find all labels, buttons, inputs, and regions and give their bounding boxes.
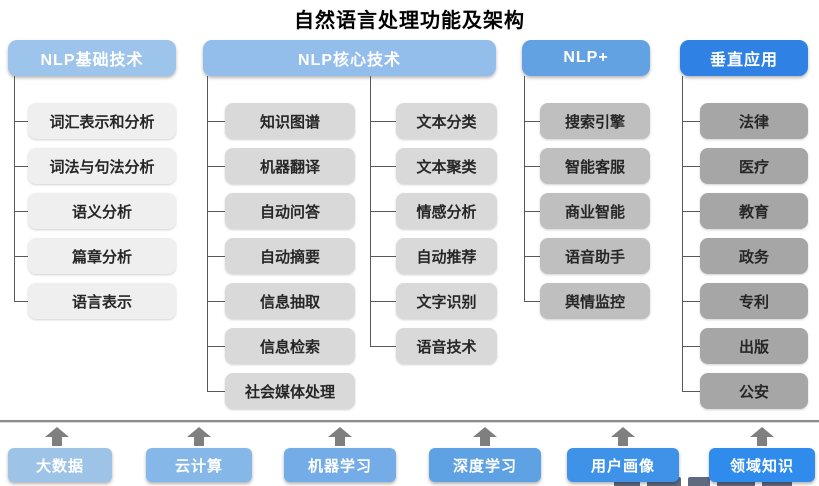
tech-node: 自动摘要 bbox=[207, 238, 355, 274]
tech-node: 自动推荐 bbox=[370, 238, 497, 274]
foundation-box: 用户画像 bbox=[567, 448, 679, 482]
app-node: 商业智能 bbox=[524, 193, 650, 229]
tech-node: 知识图谱 bbox=[207, 103, 355, 139]
connector-line-nlp-plus bbox=[524, 76, 525, 301]
tech-node: 语言表示 bbox=[14, 283, 176, 319]
tech-node: 机器翻译 bbox=[207, 148, 355, 184]
column-header-nlp-basic: NLP基础技术 bbox=[8, 40, 176, 76]
app-node: 语音助手 bbox=[524, 238, 650, 274]
column-header-vertical-apps: 垂直应用 bbox=[680, 40, 808, 76]
connector-line-core-left bbox=[207, 76, 208, 391]
foundation-box: 大数据 bbox=[8, 448, 112, 482]
tech-node: 信息抽取 bbox=[207, 283, 355, 319]
column-header-nlp-plus: NLP+ bbox=[522, 40, 650, 76]
foundation-box: 领域知识 bbox=[709, 448, 815, 482]
tech-node: 社会媒体处理 bbox=[207, 373, 355, 409]
foundation-box: 深度学习 bbox=[429, 448, 541, 482]
tech-node: 信息检索 bbox=[207, 328, 355, 364]
up-arrow-icon bbox=[750, 427, 774, 446]
industry-node: 出版 bbox=[682, 328, 808, 364]
app-node: 搜索引擎 bbox=[524, 103, 650, 139]
tech-node: 文本分类 bbox=[370, 103, 497, 139]
tech-node: 文字识别 bbox=[370, 283, 497, 319]
tech-node: 语音技术 bbox=[370, 328, 497, 364]
tech-node: 情感分析 bbox=[370, 193, 497, 229]
industry-node: 公安 bbox=[682, 373, 808, 409]
tech-node: 语义分析 bbox=[14, 193, 176, 229]
up-arrow-icon bbox=[473, 427, 497, 446]
tech-node: 词法与句法分析 bbox=[14, 148, 176, 184]
industry-node: 政务 bbox=[682, 238, 808, 274]
app-node: 智能客服 bbox=[524, 148, 650, 184]
up-arrow-icon bbox=[187, 427, 211, 446]
diagram-title: 自然语言处理功能及架构 bbox=[294, 10, 525, 32]
industry-node: 专利 bbox=[682, 283, 808, 319]
tech-node: 文本聚类 bbox=[370, 148, 497, 184]
app-node: 舆情监控 bbox=[524, 283, 650, 319]
up-arrow-icon bbox=[45, 427, 69, 446]
connector-line-basic bbox=[14, 76, 15, 301]
tech-node: 词汇表示和分析 bbox=[14, 103, 176, 139]
industry-node: 法律 bbox=[682, 103, 808, 139]
connector-line-vertical-apps bbox=[682, 76, 683, 391]
industry-node: 教育 bbox=[682, 193, 808, 229]
foundation-box: 机器学习 bbox=[284, 448, 396, 482]
tech-node: 自动问答 bbox=[207, 193, 355, 229]
up-arrow-icon bbox=[328, 427, 352, 446]
foundation-box: 云计算 bbox=[146, 448, 252, 482]
column-header-nlp-core: NLP核心技术 bbox=[203, 40, 496, 76]
industry-node: 医疗 bbox=[682, 148, 808, 184]
up-arrow-icon bbox=[611, 427, 635, 446]
tech-node: 篇章分析 bbox=[14, 238, 176, 274]
divider-line bbox=[0, 420, 819, 423]
